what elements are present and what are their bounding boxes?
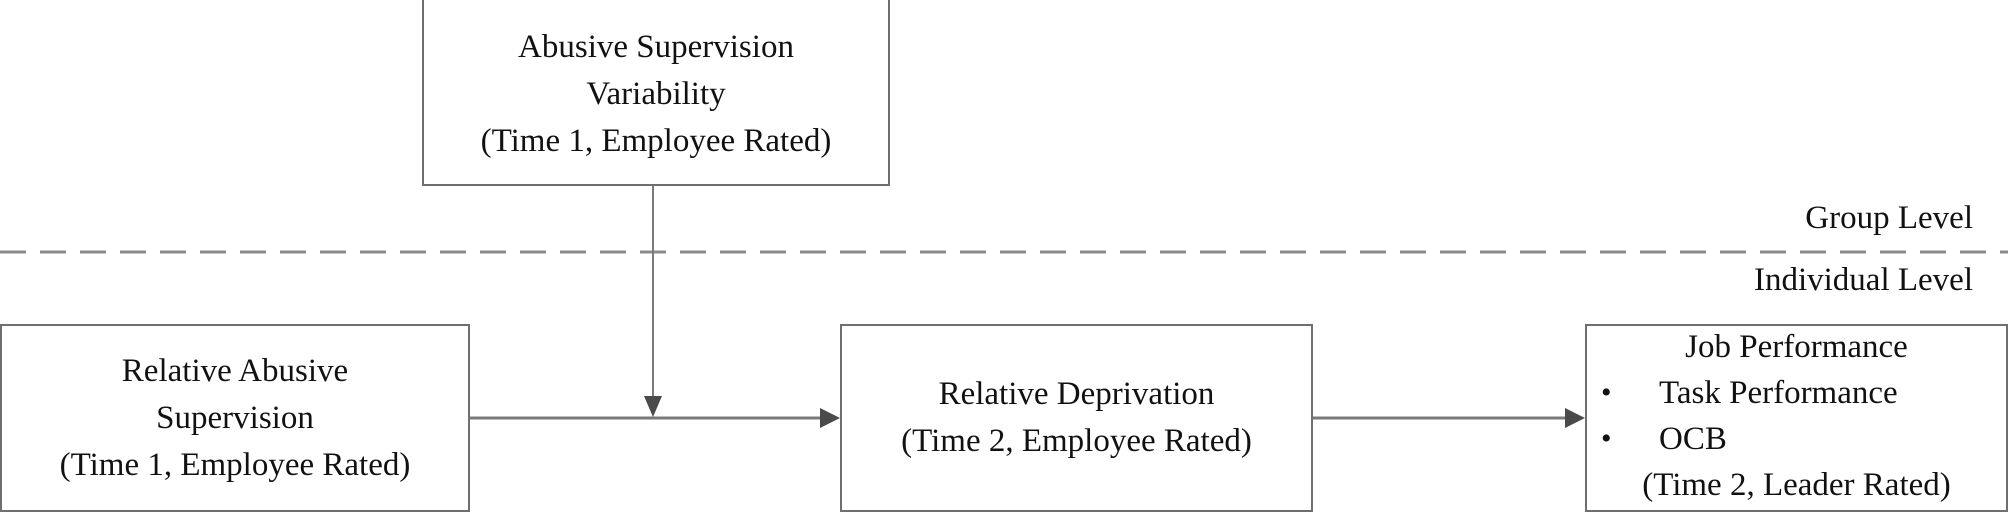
node-abusive-supervision-variability: Abusive Supervision Variability (Time 1,…	[422, 0, 890, 186]
individual-level-label: Individual Level	[1753, 262, 1973, 298]
node-relative-deprivation: Relative Deprivation (Time 2, Employee R…	[840, 324, 1313, 512]
bullet-text: OCB	[1659, 421, 1727, 457]
bullet-text: Task Performance	[1659, 375, 1898, 411]
node-label-line: Abusive Supervision	[518, 28, 794, 65]
node-footer: (Time 2, Leader Rated)	[1642, 467, 1951, 503]
bullet-item-ocb: • OCB	[1587, 416, 2006, 462]
node-label-line: Relative Deprivation	[938, 376, 1215, 412]
node-label-line: Supervision	[156, 399, 314, 436]
node-job-performance: Job Performance • Task Performance • OCB…	[1585, 324, 2008, 512]
path-a-arrowhead-icon	[820, 408, 840, 428]
node-relative-abusive-supervision: Relative Abusive Supervision (Time 1, Em…	[0, 324, 470, 512]
bullet-item-task-performance: • Task Performance	[1587, 370, 2006, 416]
moderation-arrowhead-icon	[644, 396, 662, 417]
group-level-label: Group Level	[1805, 200, 1973, 236]
node-label-line: Variability	[586, 75, 726, 112]
bullet-icon: •	[1601, 422, 1612, 455]
node-label-line: (Time 2, Employee Rated)	[901, 423, 1252, 459]
node-title: Job Performance	[1685, 329, 1908, 365]
path-b-arrowhead-icon	[1565, 408, 1585, 428]
node-label-line: Relative Abusive	[121, 352, 349, 389]
node-label-line: (Time 1, Employee Rated)	[480, 122, 832, 159]
bullet-icon: •	[1601, 376, 1612, 409]
node-label-line: (Time 1, Employee Rated)	[59, 446, 411, 483]
